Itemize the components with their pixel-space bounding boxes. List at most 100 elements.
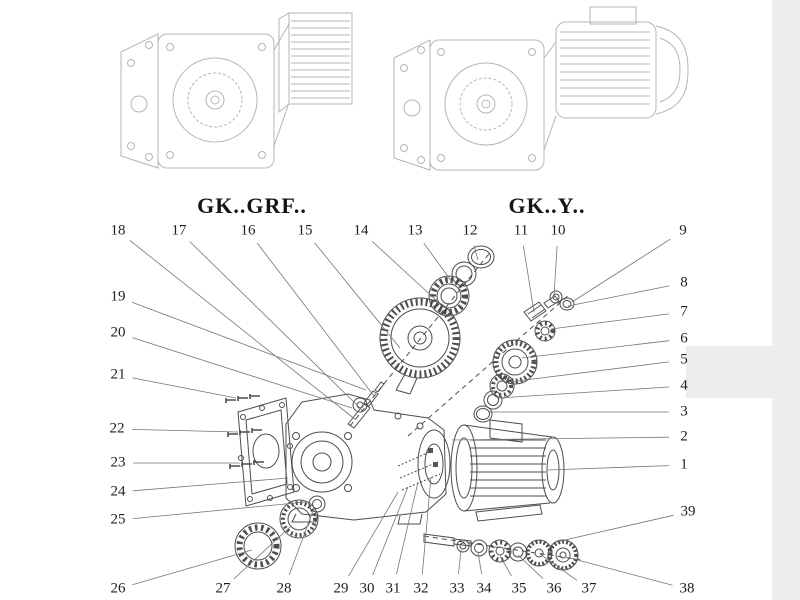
flange-bolts	[225, 394, 264, 469]
part-callout-7: 7	[680, 303, 688, 320]
leader-line-2	[451, 436, 670, 441]
part-callout-26: 26	[110, 580, 126, 597]
exploded-view	[129, 238, 674, 586]
leader-line-15	[314, 242, 401, 349]
snap-ring	[473, 405, 493, 423]
key-block-1	[428, 448, 433, 453]
leader-line-22	[131, 429, 239, 433]
key-block-2	[433, 462, 438, 467]
leader-line-17	[189, 241, 363, 411]
part-callout-35: 35	[511, 580, 527, 597]
part-callout-19: 19	[110, 288, 126, 305]
part-callout-9: 9	[679, 222, 687, 239]
part-callout-37: 37	[581, 580, 597, 597]
part-callout-36: 36	[546, 580, 562, 597]
leader-line-5	[508, 361, 670, 383]
part-callout-13: 13	[407, 222, 423, 239]
part-callout-39: 39	[680, 503, 696, 520]
pinion-parts	[523, 290, 575, 342]
output-gear-ring	[279, 499, 319, 539]
leader-line-21	[132, 377, 237, 399]
part-callout-27: 27	[215, 580, 231, 597]
part-callout-11: 11	[513, 222, 529, 239]
part-callout-24: 24	[110, 483, 126, 500]
leader-line-7	[550, 313, 670, 330]
variant-label-gk-y: GK..Y..	[508, 193, 586, 218]
leader-line-14	[371, 240, 437, 301]
leader-line-39	[555, 514, 674, 543]
leader-line-4	[497, 386, 670, 399]
motor-terminal-box	[489, 419, 523, 443]
leader-line-16	[256, 242, 375, 397]
gearbox-sketch-y	[393, 6, 689, 171]
leader-line-35	[499, 555, 512, 577]
part-callout-3: 3	[680, 403, 688, 420]
leader-line-29	[348, 491, 399, 577]
part-callout-28: 28	[276, 580, 292, 597]
leader-line-38	[569, 557, 673, 586]
part-callout-34: 34	[476, 580, 492, 597]
intermediate-gear	[379, 297, 461, 395]
leader-line-24	[132, 477, 289, 492]
part-callout-20: 20	[110, 324, 126, 341]
retaining-ring-left	[308, 495, 326, 513]
part-callout-6: 6	[680, 330, 688, 347]
leader-line-37	[539, 553, 578, 581]
leader-line-36	[517, 554, 544, 579]
part-callout-8: 8	[680, 274, 688, 291]
leader-line-33	[458, 549, 462, 575]
leader-line-18	[129, 239, 357, 421]
part-callout-29: 29	[333, 580, 349, 597]
part-callout-12: 12	[462, 222, 478, 239]
bearing-race	[451, 261, 477, 287]
part-callout-16: 16	[240, 222, 256, 239]
leader-line-31	[396, 481, 419, 575]
seal-ring-top	[467, 245, 495, 269]
part-callout-1: 1	[680, 456, 688, 473]
output-bearing	[234, 522, 282, 570]
shim-ring	[483, 390, 503, 410]
part-callout-23: 23	[110, 454, 126, 471]
center-lines	[349, 249, 583, 561]
leader-line-26	[132, 549, 253, 586]
shade-patch	[686, 346, 800, 398]
leader-line-13	[423, 242, 453, 283]
gear-housing	[285, 393, 451, 525]
part-callout-5: 5	[680, 351, 688, 368]
leader-line-8	[567, 285, 670, 307]
part-callout-4: 4	[680, 377, 688, 394]
part-callout-21: 21	[110, 366, 126, 383]
mounting-flange	[237, 397, 295, 507]
leader-line-6	[521, 340, 670, 359]
taper-bearing	[428, 275, 470, 317]
leader-line-32	[421, 476, 432, 575]
part-callout-18: 18	[110, 222, 126, 239]
variant-label-gk-grf: GK..GRF..	[197, 193, 307, 218]
leader-line-28	[288, 507, 315, 576]
part-callout-31: 31	[385, 580, 401, 597]
leader-line-12	[473, 245, 479, 261]
bevel-gear	[492, 339, 538, 385]
leader-line-11	[523, 245, 535, 313]
part-callout-15: 15	[297, 222, 313, 239]
leader-line-27	[233, 526, 291, 580]
leader-line-20	[132, 337, 353, 409]
leader-line-10	[553, 245, 558, 297]
output-shaft-assembly	[423, 533, 579, 571]
leader-line-25	[132, 501, 307, 519]
part-callout-17: 17	[171, 222, 187, 239]
gearbox-sketch-grf	[120, 12, 353, 169]
leader-line-19	[131, 301, 367, 391]
leader-line-1	[547, 465, 670, 471]
part-callout-38: 38	[679, 580, 695, 597]
terminal-box-sketch	[589, 6, 637, 25]
part-callout-10: 10	[550, 222, 566, 239]
part-callout-30: 30	[359, 580, 375, 597]
leader-line-30	[372, 486, 409, 576]
page-edge-shade	[772, 0, 800, 600]
part-callout-32: 32	[413, 580, 429, 597]
part-callout-2: 2	[680, 428, 688, 445]
